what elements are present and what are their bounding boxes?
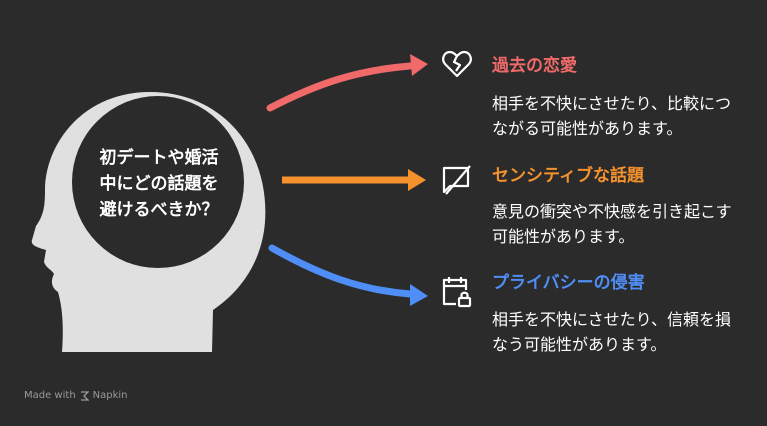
napkin-brand: Napkin	[92, 390, 128, 401]
made-with-label: Made with	[24, 390, 76, 401]
item-desc-past-love: 相手を不快にさせたり、比較につながる可能性があります。	[492, 94, 732, 138]
arrow-privacy	[268, 244, 414, 298]
item-title-privacy: プライバシーの侵害	[492, 273, 645, 293]
arrow-past-love	[266, 62, 414, 112]
head-inner-circle	[72, 96, 244, 268]
item-title-past-love: 過去の恋愛	[492, 56, 577, 76]
question-line-3: 避けるべきか？	[99, 200, 219, 220]
arrow-head-sensitive	[408, 169, 426, 191]
calendar-lock-icon	[442, 277, 472, 308]
made-with-footer: Made with Napkin	[24, 390, 128, 401]
item-desc-sensitive: 意見の衝突や不快感を引き起こす可能性があります。	[492, 202, 732, 246]
chat-off-icon	[442, 165, 471, 195]
napkin-logo-icon	[80, 390, 89, 401]
broken-heart-icon	[442, 50, 472, 78]
question-line-1: 初デートや婚活	[99, 148, 219, 168]
item-title-sensitive: センシティブな話題	[492, 166, 644, 186]
arrow-head-past-love	[410, 54, 428, 76]
arrow-head-privacy	[410, 284, 428, 306]
item-desc-privacy: 相手を不快にさせたり、信頼を損なう可能性があります。	[492, 310, 732, 354]
question-line-2: 中にどの話題を	[99, 174, 219, 194]
central-question: 初デートや婚活 中にどの話題を 避けるべきか？	[80, 145, 238, 223]
